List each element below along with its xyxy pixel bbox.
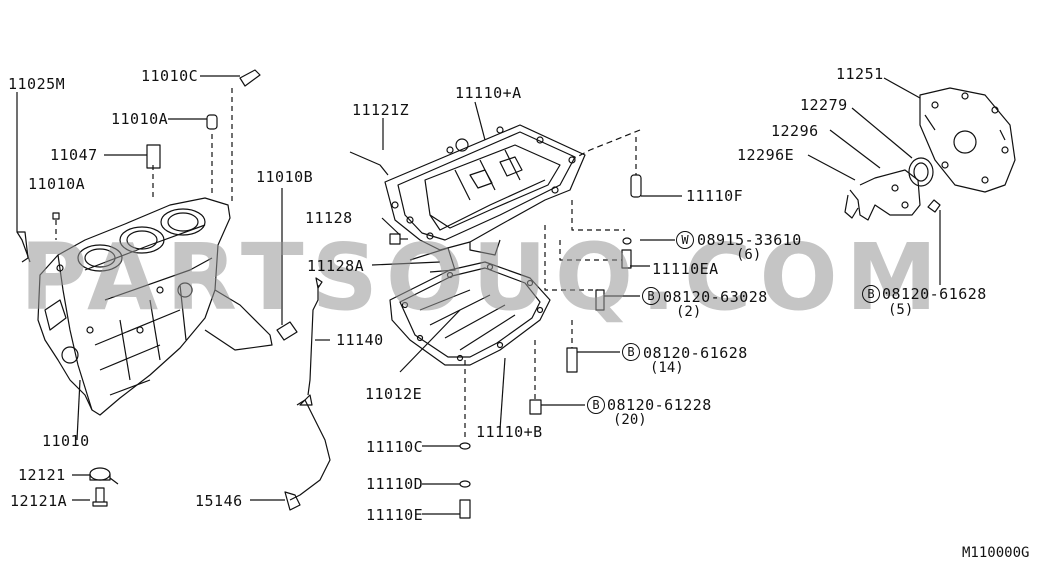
label-12296: 12296	[771, 122, 819, 140]
qty-08120-63028: (2)	[676, 304, 702, 320]
qty-08120-61228: (20)	[613, 412, 647, 428]
bolt-marker: B	[862, 285, 880, 303]
cylinder-block-drawing	[37, 197, 273, 416]
label-11140: 11140	[336, 331, 384, 349]
label-11128: 11128	[305, 209, 353, 227]
label-11010a-top: 11010A	[111, 110, 169, 128]
label-08120-63028: 08120-63028	[663, 288, 768, 306]
label-15146: 15146	[195, 492, 243, 510]
label-11047: 11047	[50, 146, 98, 164]
label-11010: 11010	[42, 432, 90, 450]
oil-pan-lower-drawing	[389, 261, 551, 366]
label-11110e: 11110E	[366, 506, 424, 524]
oil-pan-upper-drawing	[384, 124, 586, 256]
watermark: PARTSOUQ.COM	[20, 224, 946, 331]
label-12121a: 12121A	[10, 492, 68, 510]
label-12279: 12279	[800, 96, 848, 114]
label-11110f: 11110F	[686, 187, 744, 205]
bolt-marker: B	[642, 287, 660, 305]
label-11110ea: 11110EA	[652, 260, 719, 278]
rear-oil-seal-drawing	[844, 157, 934, 221]
label-11251: 11251	[836, 65, 884, 83]
label-11128a: 11128A	[307, 257, 365, 275]
label-12121: 12121	[18, 466, 66, 484]
rear-plate-drawing	[919, 87, 1016, 193]
label-11121z: 11121Z	[352, 101, 410, 119]
bolt-marker: B	[587, 396, 605, 414]
label-08120-61628-a: 08120-61628	[643, 344, 748, 362]
label-11012e: 11012E	[365, 385, 423, 403]
washer-marker: W	[676, 231, 694, 249]
label-11010a-left: 11010A	[28, 175, 86, 193]
label-12296e: 12296E	[737, 146, 795, 164]
label-08120-61628-b: 08120-61628	[882, 285, 987, 303]
qty-08120-61628-a: (14)	[650, 360, 684, 376]
label-08120-61228: 08120-61228	[607, 396, 712, 414]
bolt-marker: B	[622, 343, 640, 361]
label-11010c: 11010C	[141, 67, 199, 85]
label-11025m: 11025M	[8, 75, 66, 93]
label-11110a: 11110+A	[455, 84, 522, 102]
label-11010b: 11010B	[256, 168, 314, 186]
label-08915-33610: 08915-33610	[697, 231, 802, 249]
diagram-code: M110000G	[962, 545, 1030, 561]
qty-08915: (6)	[736, 247, 762, 263]
label-11110d: 11110D	[366, 475, 424, 493]
label-11110c: 11110C	[366, 438, 424, 456]
qty-08120-61628-b: (5)	[888, 302, 914, 318]
label-11110b: 11110+B	[476, 423, 543, 441]
